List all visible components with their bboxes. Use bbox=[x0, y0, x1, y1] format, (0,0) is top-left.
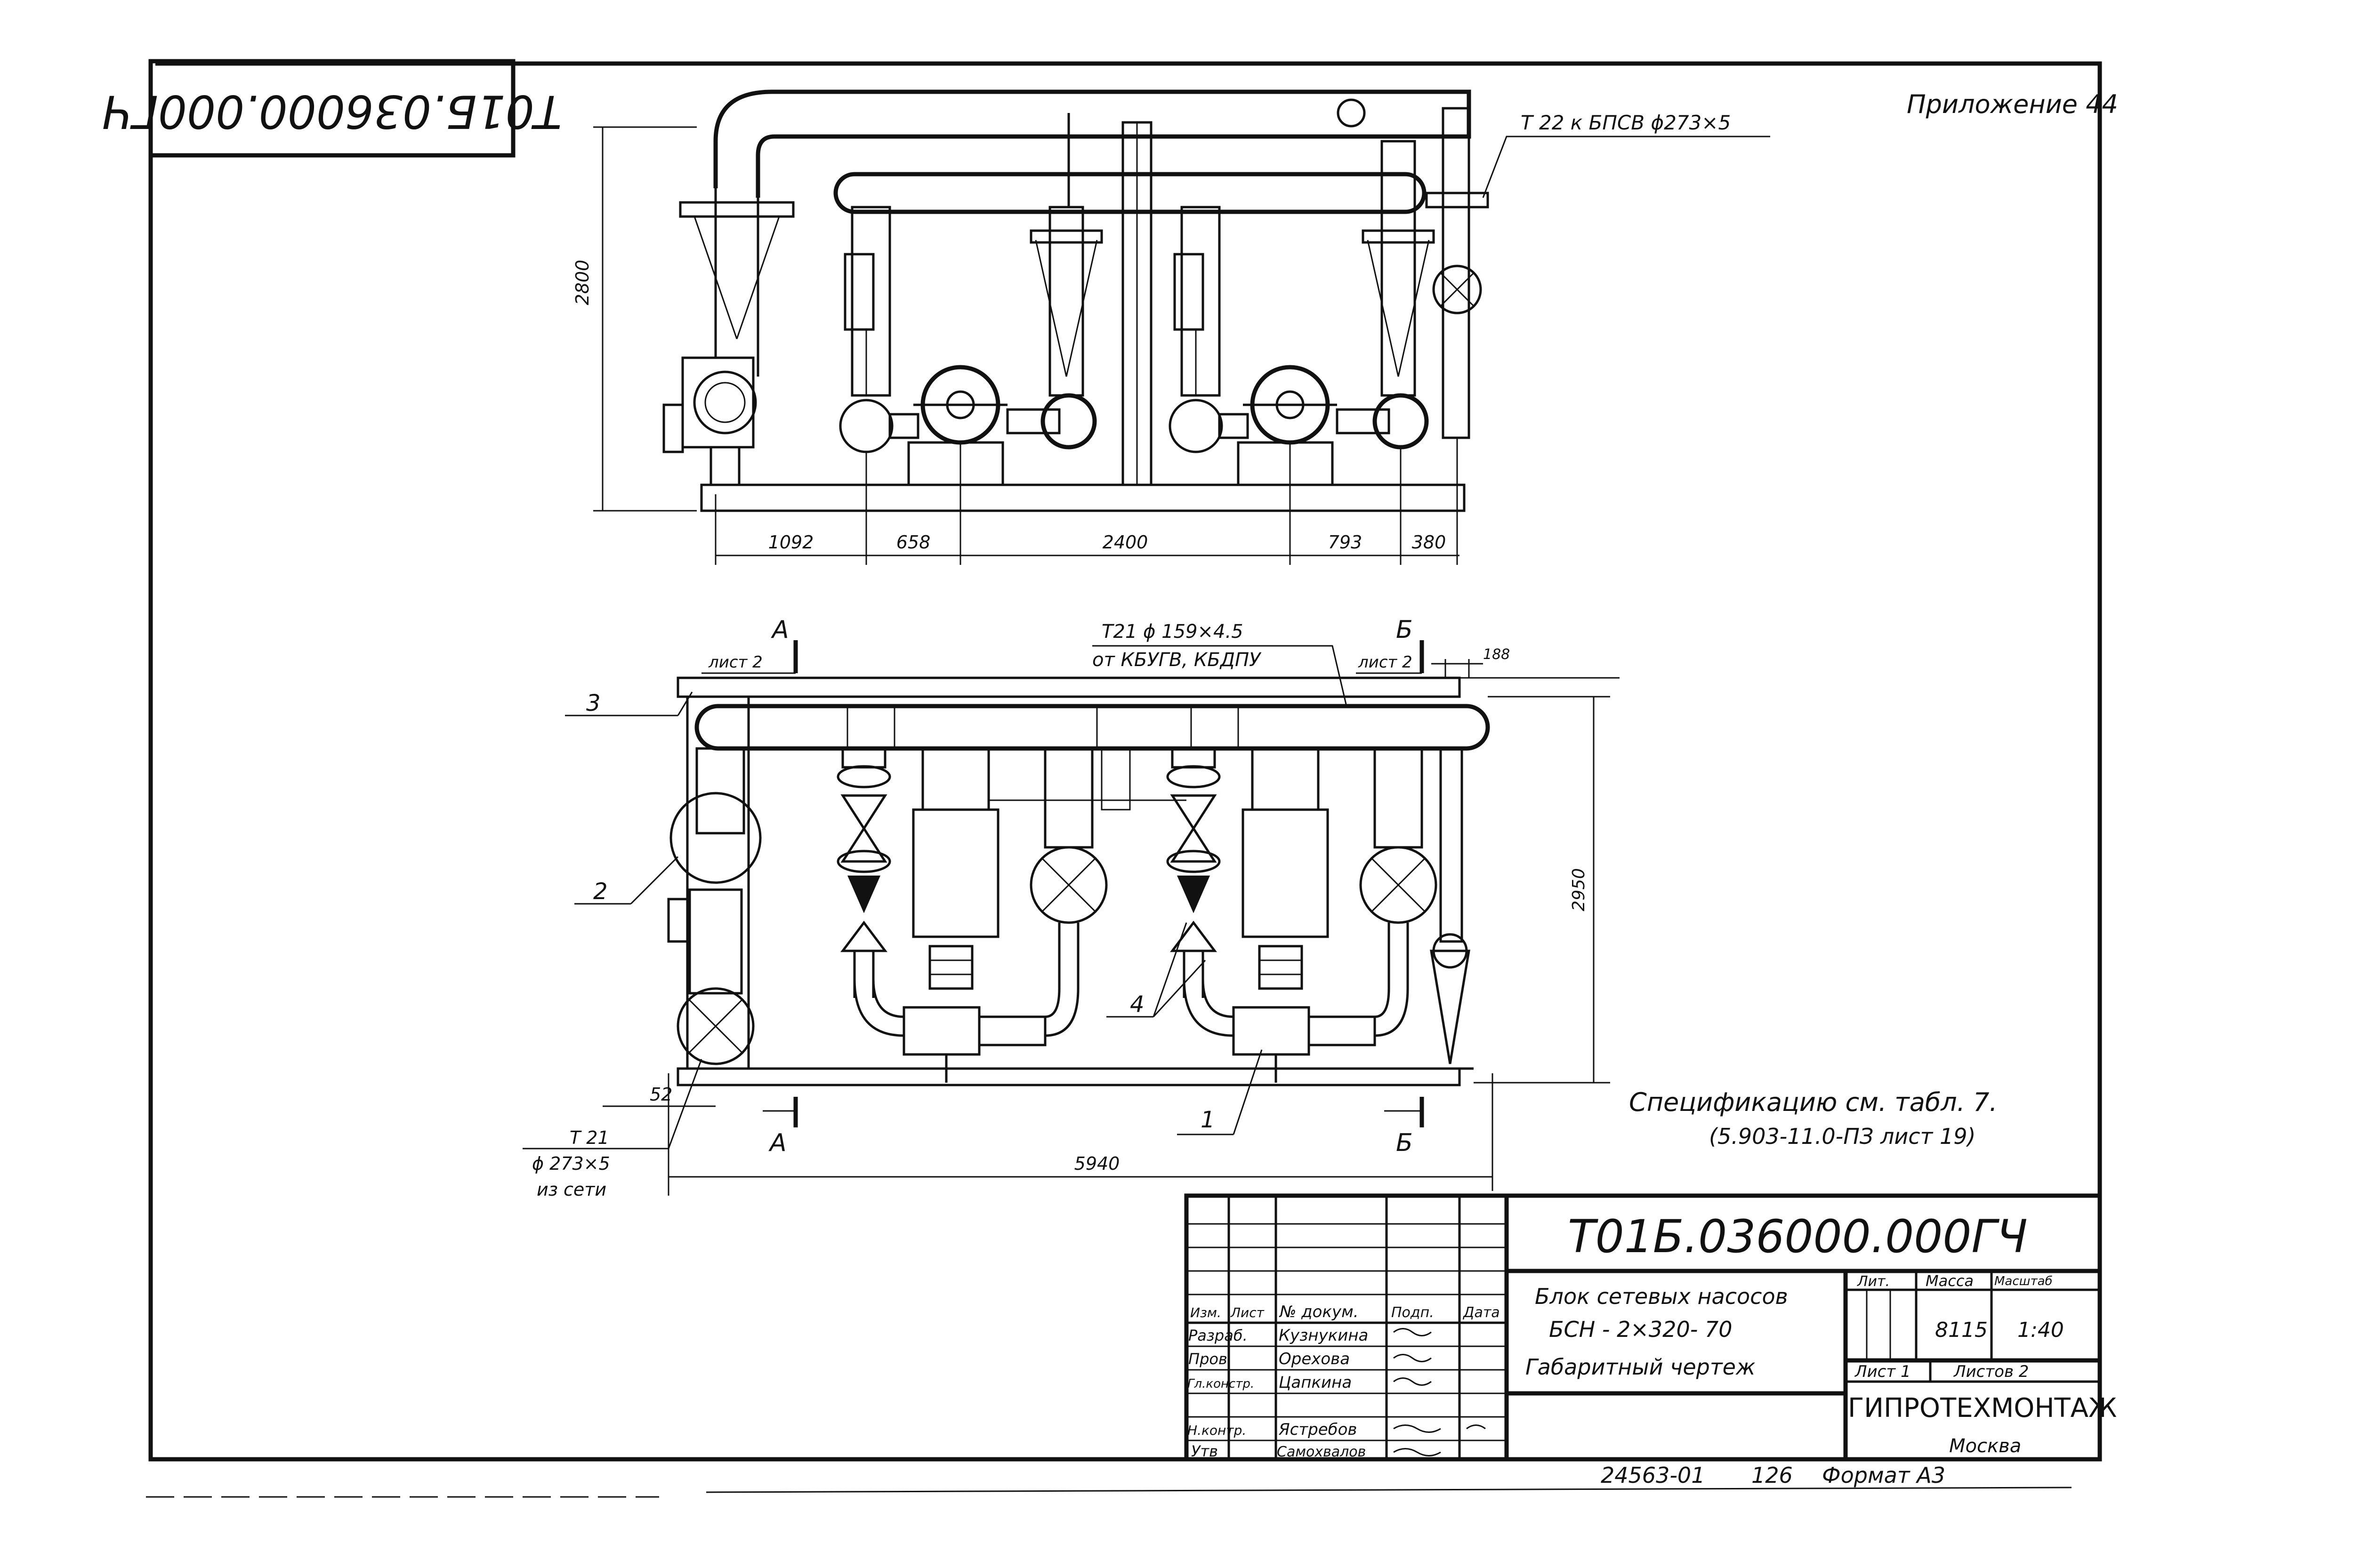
lit-label: Лит. bbox=[1857, 1273, 1890, 1290]
t21-top-line1: Т21 ϕ 159×4.5 bbox=[1102, 621, 1243, 643]
plan-pump-2 bbox=[1166, 747, 1437, 1083]
sheet-label: Лист 1 bbox=[1854, 1362, 1911, 1381]
front-pump-1 bbox=[839, 113, 1103, 486]
section-a-sheet: лист 2 bbox=[708, 653, 763, 672]
t21-bottom-line2: ϕ 273×5 bbox=[532, 1153, 610, 1174]
callout-4: 4 bbox=[1130, 991, 1145, 1018]
rotated-stamp: Т01Б.036000.000ГЧ bbox=[102, 59, 562, 158]
footer-format: Формат А3 bbox=[1822, 1463, 1945, 1488]
row-role-3: Н.контр. bbox=[1187, 1423, 1246, 1438]
city-name: Москва bbox=[1949, 1435, 2021, 1457]
footer-sheet: 126 bbox=[1751, 1463, 1793, 1488]
hdr-podp: Подп. bbox=[1391, 1304, 1434, 1321]
front-dim-1: 658 bbox=[896, 532, 931, 553]
signature-marks bbox=[1393, 1328, 1486, 1456]
title-line3: Габаритный чертеж bbox=[1525, 1354, 1756, 1380]
row-role-0: Разраб. bbox=[1188, 1327, 1248, 1344]
front-height-dim: 2800 bbox=[572, 260, 593, 306]
row-role-2: Гл.констр. bbox=[1187, 1377, 1254, 1391]
callout-1: 1 bbox=[1201, 1107, 1215, 1133]
front-dim-0: 1092 bbox=[768, 532, 814, 553]
rotated-stamp-text: Т01Б.036000.000ГЧ bbox=[102, 85, 562, 138]
spec-note-line2: (5.903-11.0-ПЗ лист 19) bbox=[1709, 1124, 1975, 1149]
section-b-top: Б bbox=[1396, 616, 1413, 644]
front-pump-2 bbox=[1169, 140, 1435, 486]
t21-top-line2: от КБУГВ, КБДПУ bbox=[1092, 649, 1262, 671]
spec-note-line1: Спецификацию см. табл. 7. bbox=[1629, 1087, 1998, 1117]
plan-pump-1 bbox=[837, 747, 1186, 1083]
scale-value: 1:40 bbox=[2017, 1318, 2064, 1342]
hdr-data: Дата bbox=[1462, 1304, 1500, 1321]
mass-value: 8115 bbox=[1935, 1318, 1988, 1342]
plan-width-dim: 5940 bbox=[1074, 1153, 1120, 1174]
appendix-label: Приложение 44 bbox=[1907, 89, 2118, 119]
callout-2: 2 bbox=[593, 878, 608, 905]
scale-label: Масштаб bbox=[1994, 1274, 2053, 1288]
hdr-list: Лист bbox=[1230, 1305, 1265, 1320]
hdr-ndokum: № докум. bbox=[1279, 1303, 1359, 1321]
title-code: Т01Б.036000.000ГЧ bbox=[1568, 1210, 2028, 1263]
title-block: Изм. Лист № докум. Подп. Дата Разраб. Ку… bbox=[1184, 1193, 2117, 1462]
dim-188: 188 bbox=[1483, 646, 1510, 663]
org-name: ГИПРОТЕХМОНТАЖ bbox=[1848, 1393, 2117, 1423]
title-line2: БСН - 2×320- 70 bbox=[1549, 1317, 1732, 1342]
t21-bottom-line1: Т 21 bbox=[570, 1127, 609, 1148]
front-view: Т 22 к БПСВ ϕ273×5 2800 1092 658 2400 79… bbox=[572, 89, 1770, 565]
title-line1: Блок сетевых насосов bbox=[1535, 1284, 1788, 1309]
footer: 24563-01 126 Формат А3 bbox=[1601, 1463, 1945, 1488]
mass-label: Масса bbox=[1926, 1272, 1974, 1290]
section-b-sheet: лист 2 bbox=[1358, 653, 1412, 672]
callout-3: 3 bbox=[586, 690, 601, 716]
plan-height-dim: 2950 bbox=[1569, 868, 1588, 911]
row-name-1: Орехова bbox=[1279, 1350, 1350, 1368]
front-dim-4: 380 bbox=[1412, 532, 1446, 553]
dim-52: 52 bbox=[650, 1084, 672, 1105]
sheets-label: Листов 2 bbox=[1953, 1362, 2029, 1381]
row-name-2: Цапкина bbox=[1279, 1373, 1352, 1392]
row-name-0: Кузнукина bbox=[1279, 1326, 1368, 1345]
row-role-4: Утв bbox=[1191, 1442, 1218, 1460]
footer-number: 24563-01 bbox=[1601, 1463, 1705, 1488]
front-dim-2: 2400 bbox=[1103, 532, 1148, 553]
section-b-bottom: Б bbox=[1396, 1129, 1413, 1157]
t21-bottom-line3: из сети bbox=[537, 1179, 606, 1200]
section-a-top: А bbox=[771, 616, 789, 644]
front-dim-3: 793 bbox=[1328, 532, 1362, 553]
plan-view: А лист 2 Б лист 2 А Б Т21 ϕ 159×4.5 от К… bbox=[523, 616, 1620, 1200]
row-name-3: Ястребов bbox=[1278, 1420, 1357, 1439]
label-t22: Т 22 к БПСВ ϕ273×5 bbox=[1521, 111, 1731, 134]
section-a-bottom: А bbox=[768, 1129, 787, 1157]
hdr-izm: Изм. bbox=[1190, 1305, 1221, 1320]
row-role-1: Пров bbox=[1188, 1350, 1227, 1368]
row-name-4: Самохвалов bbox=[1277, 1444, 1366, 1460]
